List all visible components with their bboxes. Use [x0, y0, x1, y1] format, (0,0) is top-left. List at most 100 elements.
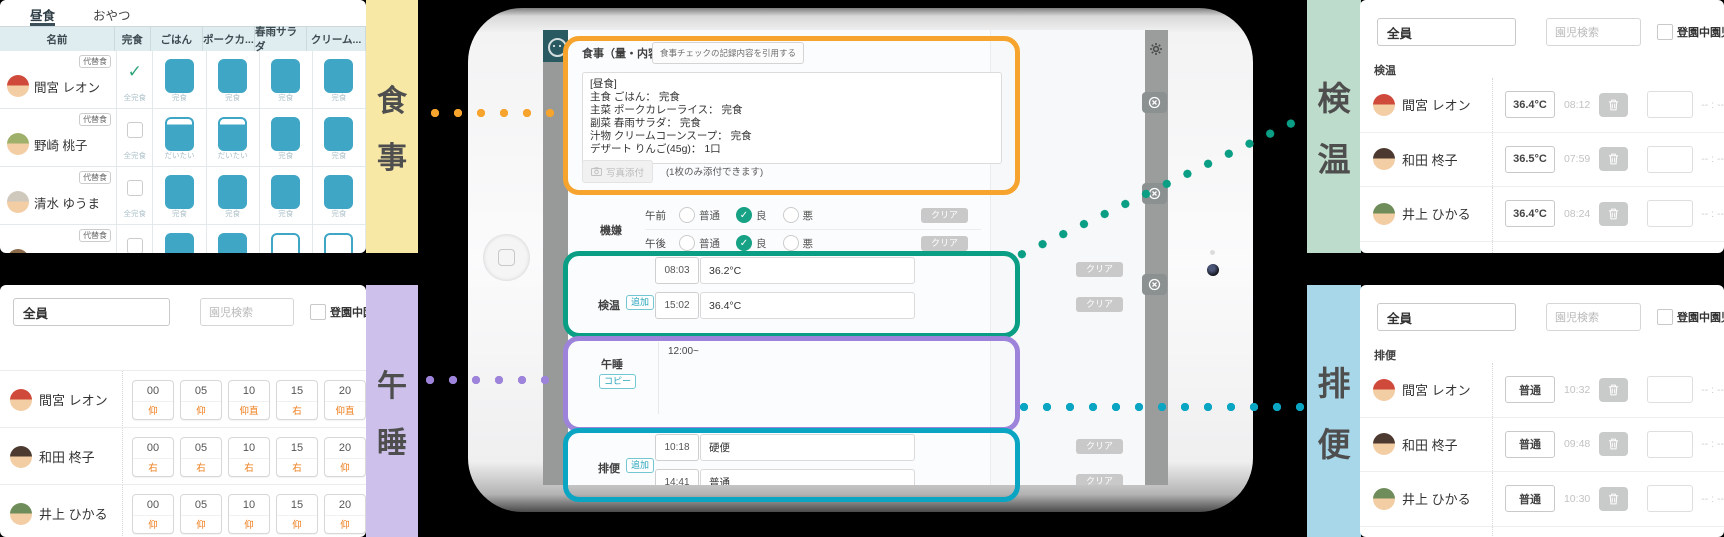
empty-value-input[interactable]: [1647, 376, 1694, 404]
food-amount-cell[interactable]: だいたい: [153, 109, 207, 166]
empty-value-input[interactable]: [1647, 91, 1694, 119]
value-input[interactable]: 36.5°C: [1504, 145, 1555, 173]
band-char: 温: [1317, 141, 1351, 178]
time-input[interactable]: 08:03: [655, 257, 699, 284]
empty-value-input[interactable]: [1647, 200, 1694, 228]
value-input[interactable]: 硬便: [700, 434, 915, 461]
mood-option-悪[interactable]: 悪: [782, 235, 813, 251]
tab-おやつ[interactable]: おやつ: [93, 9, 131, 23]
nap-textarea[interactable]: 12:00~: [668, 346, 699, 357]
delete-button[interactable]: [1599, 147, 1629, 172]
delete-button[interactable]: [1599, 377, 1629, 402]
delete-button[interactable]: [1599, 432, 1629, 457]
all-complete-cell[interactable]: 全完食: [117, 225, 154, 253]
food-amount-cell[interactable]: 完食: [207, 167, 260, 224]
delete-button[interactable]: [1599, 486, 1629, 511]
food-amount-cell[interactable]: 完食: [260, 109, 313, 166]
mood-option-悪[interactable]: 悪: [782, 207, 813, 223]
empty-value-input[interactable]: [1647, 485, 1694, 513]
food-amount-cell[interactable]: 完食: [313, 167, 366, 224]
food-amount-cell[interactable]: 完食: [260, 167, 313, 224]
clear-button[interactable]: クリア: [1075, 474, 1123, 485]
food-amount-cell[interactable]: 完食: [313, 51, 366, 108]
value-input[interactable]: 普通: [1504, 376, 1555, 404]
temp-add-button[interactable]: 追加: [626, 295, 655, 310]
clear-button[interactable]: クリア: [920, 207, 968, 223]
time-input[interactable]: 10:18: [655, 434, 699, 461]
attending-only-checkbox[interactable]: [1657, 309, 1673, 325]
mood-option-良[interactable]: ✓良: [736, 207, 767, 223]
value-input[interactable]: 普通: [1504, 430, 1555, 458]
empty-value-input[interactable]: [1647, 145, 1694, 173]
mood-option-普通[interactable]: 普通: [679, 207, 720, 223]
child-search-input[interactable]: 園児検索: [1546, 18, 1641, 46]
value-input[interactable]: 36.2°C: [700, 257, 915, 284]
member-filter-select[interactable]: 全員: [1377, 303, 1516, 331]
empty-value-input[interactable]: [1647, 430, 1694, 458]
value-input[interactable]: 普通: [1504, 485, 1555, 513]
child: 間宮 レオン: [1360, 363, 1493, 417]
food-amount-cell[interactable]: [207, 225, 260, 253]
attending-only-checkbox[interactable]: [310, 304, 326, 320]
record-time: 10:30: [1563, 492, 1591, 505]
quote-meal-record-button[interactable]: 食事チェックの記録内容を引用する: [652, 42, 805, 64]
all-complete-cell[interactable]: 全完食: [117, 109, 154, 166]
child-search-input[interactable]: 園児検索: [1546, 303, 1641, 331]
meal-textarea[interactable]: [昼食] 主食 ごはん： 完食 主菜 ポークカレーライス： 完食 副菜 春雨サラ…: [582, 72, 1002, 164]
mood-option-普通[interactable]: 普通: [679, 235, 720, 251]
meal-field-label: 食事（量・内容）: [582, 48, 670, 60]
home-button[interactable]: [483, 234, 530, 281]
attach-photo-button[interactable]: 写真添付: [582, 160, 654, 183]
food-amount-cell[interactable]: [260, 225, 313, 253]
member-filter-select[interactable]: 全員: [13, 298, 170, 326]
attending-only-checkbox[interactable]: [1657, 24, 1673, 40]
food-amount-cell[interactable]: [153, 225, 207, 253]
food-amount-cell[interactable]: 完食: [153, 167, 207, 224]
time-input[interactable]: 14:41: [655, 469, 699, 485]
value-input[interactable]: 36.4°C: [700, 292, 915, 319]
food-amount-cell[interactable]: 完食: [207, 51, 260, 108]
food-amount-cell[interactable]: 完食: [313, 109, 366, 166]
time-input[interactable]: 15:02: [655, 292, 699, 319]
clear-button[interactable]: クリア: [1075, 297, 1123, 312]
nap-copy-button[interactable]: コピー: [599, 374, 637, 389]
food-amount-cell[interactable]: 完食: [153, 51, 207, 108]
child-search-input[interactable]: 園児検索: [200, 298, 294, 326]
food-amount-cell[interactable]: 完食: [260, 51, 313, 108]
clear-button[interactable]: クリア: [1075, 262, 1123, 277]
food-amount-cell[interactable]: だいたい: [207, 109, 260, 166]
clear-button[interactable]: クリア: [1075, 439, 1123, 454]
clear-button[interactable]: クリア: [920, 235, 968, 251]
value-input[interactable]: 36.4°C: [1504, 91, 1555, 119]
temp-field-label: 検温: [598, 300, 620, 312]
value-input[interactable]: 普通: [700, 469, 915, 485]
all-complete-cell[interactable]: ✓全完食: [117, 51, 154, 108]
delete-button[interactable]: [1599, 201, 1629, 226]
food-amount-cell[interactable]: [313, 225, 366, 253]
all-complete-label: 全完食: [123, 209, 147, 218]
temp-section-label: 検温: [1374, 65, 1396, 77]
bowel-add-button[interactable]: 追加: [626, 458, 655, 473]
tab-昼食[interactable]: 昼食: [30, 5, 56, 26]
mood-option-良[interactable]: ✓良: [736, 235, 767, 251]
all-complete-cell[interactable]: 全完食: [117, 167, 154, 224]
delete-button[interactable]: [1599, 92, 1629, 117]
member-filter-select[interactable]: 全員: [1377, 18, 1516, 46]
value-input[interactable]: 36.4°C: [1504, 200, 1555, 228]
